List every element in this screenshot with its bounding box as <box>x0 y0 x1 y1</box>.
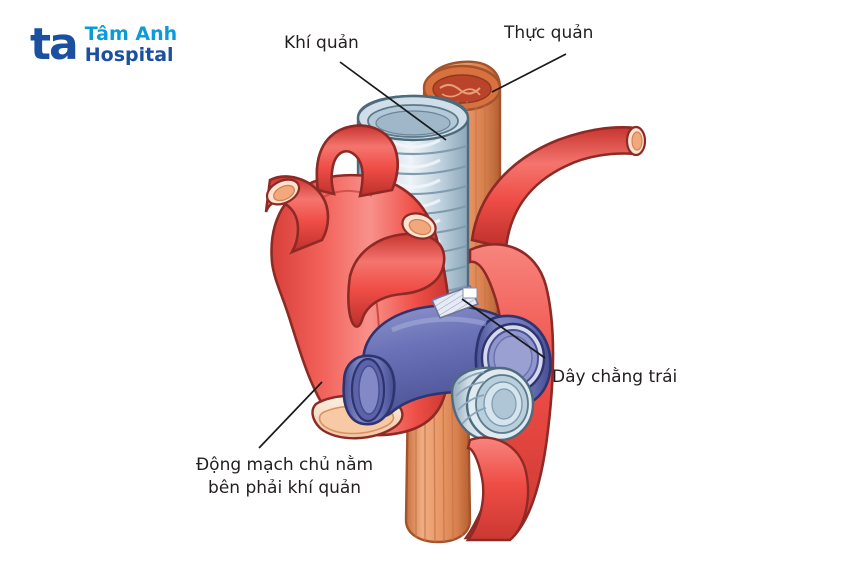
brachiocephalic-branch <box>315 124 399 198</box>
left-main-bronchus-part <box>450 366 535 442</box>
label-trachea: Khí quản <box>284 33 359 53</box>
leader-aorta <box>258 381 323 449</box>
label-aorta-right-of-trachea: Động mạch chủ nằm bên phải khí quản <box>196 455 374 498</box>
leader-lines <box>258 53 567 449</box>
logo-line-2: Hospital <box>84 43 174 66</box>
logo-wordmark: Tâm Anh Hospital <box>85 24 177 65</box>
leader-left-ligament <box>461 298 546 359</box>
hospital-logo: ta Tâm Anh Hospital <box>30 19 177 70</box>
left-subclavian-branch <box>470 125 647 250</box>
label-esophagus: Thực quản <box>504 23 594 43</box>
lower-right-vessel <box>465 436 530 542</box>
leader-esophagus <box>491 53 567 93</box>
left-common-carotid-branch <box>264 175 330 255</box>
ligamentum-arteriosum-part <box>430 284 480 320</box>
pulmonary-adjacent-vessel <box>347 212 446 328</box>
label-left-ligament: Dây chằng trái <box>552 367 678 387</box>
logo-line-1: Tâm Anh <box>84 23 178 46</box>
logo-mark: ta <box>30 19 79 70</box>
leader-trachea <box>339 61 447 141</box>
